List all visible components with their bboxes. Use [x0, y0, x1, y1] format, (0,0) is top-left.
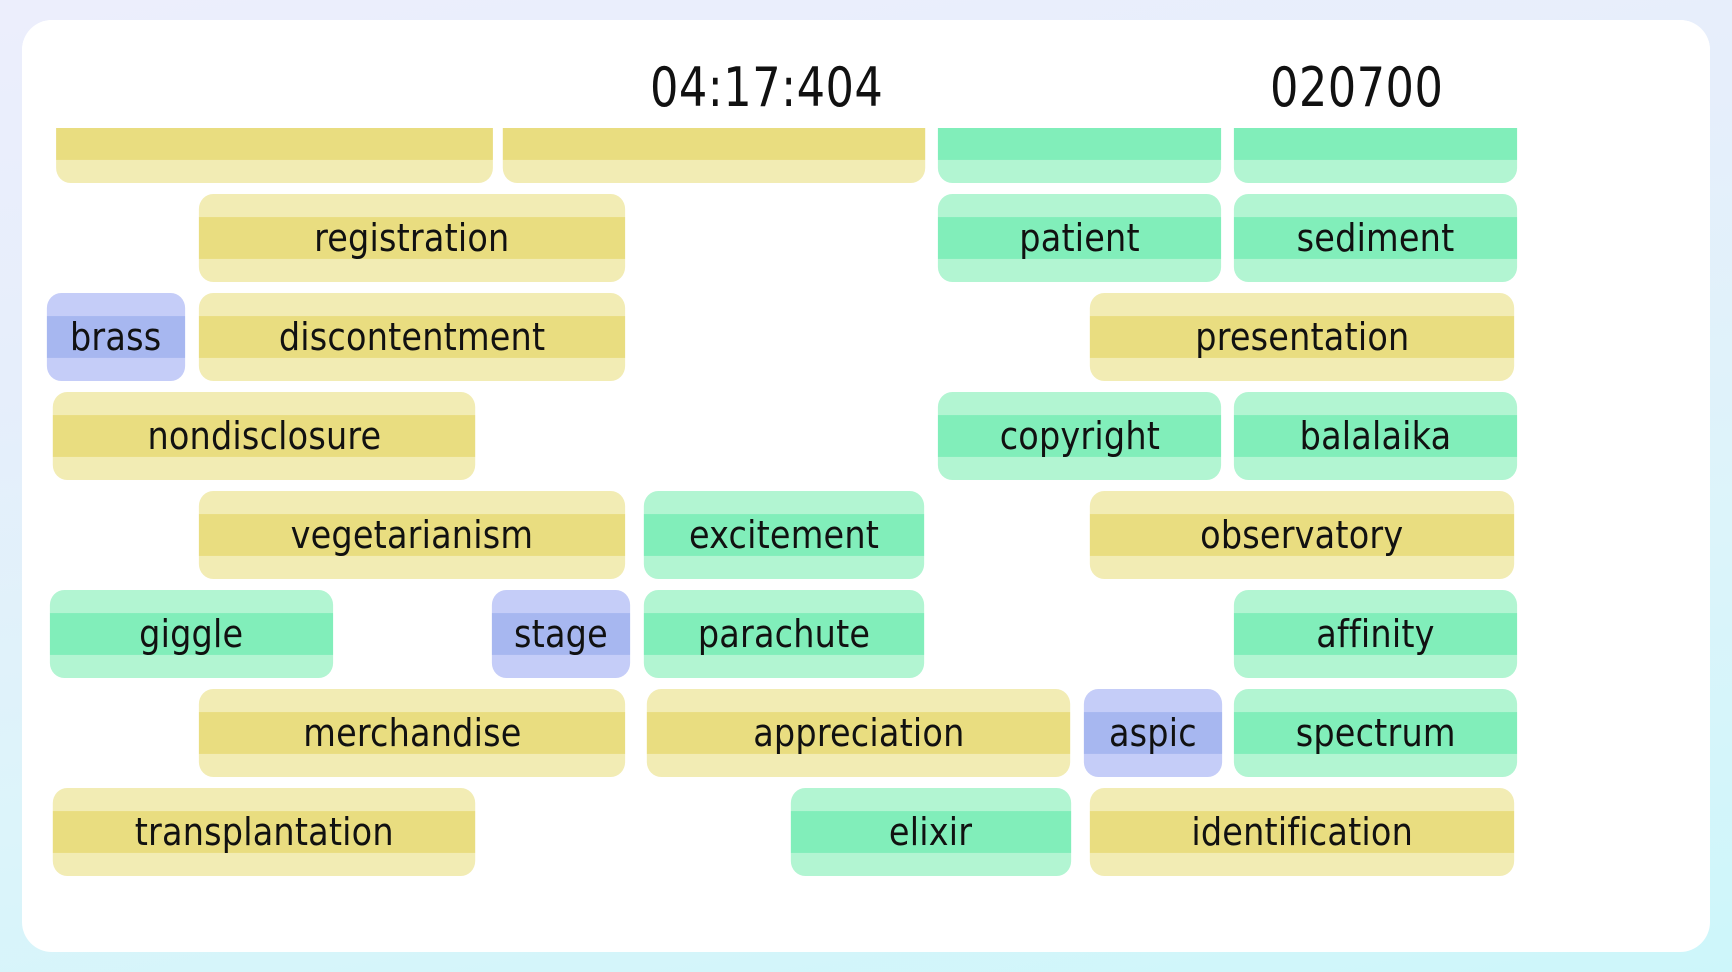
- word-pill-identification[interactable]: identification: [1089, 788, 1515, 876]
- word-pill-registration[interactable]: registration: [198, 194, 626, 282]
- word-pill-label: stage: [514, 612, 608, 656]
- word-pill-balalaika[interactable]: balalaika: [1233, 392, 1518, 480]
- word-pill-label: merchandise: [302, 711, 522, 755]
- word-pill-label: spectrum: [1295, 711, 1456, 755]
- word-pill-sediment[interactable]: sediment: [1233, 194, 1518, 282]
- timer-display: 04:17:404: [650, 56, 884, 119]
- word-pill-nondisclosure[interactable]: nondisclosure: [52, 392, 476, 480]
- word-pill-vegetarianism[interactable]: vegetarianism: [198, 491, 626, 579]
- word-pill-excitement[interactable]: excitement: [643, 491, 925, 579]
- word-pill-label: presentation: [1194, 315, 1410, 359]
- word-pill-giggle[interactable]: giggle: [49, 590, 334, 678]
- word-pill-label: aspic: [1109, 711, 1197, 755]
- word-pill-spectrum[interactable]: spectrum: [1233, 689, 1518, 777]
- word-pill-affinity[interactable]: affinity: [1233, 590, 1518, 678]
- word-pill-label: identification: [1191, 810, 1413, 854]
- word-pill-label: copyright: [999, 414, 1160, 458]
- word-pill-label: sediment: [1296, 216, 1455, 260]
- word-pill-label: giggle: [139, 612, 244, 656]
- word-pill-label: excitement: [688, 513, 880, 557]
- word-pill-observatory[interactable]: observatory: [1089, 491, 1515, 579]
- word-pill-aspic[interactable]: aspic: [1083, 689, 1223, 777]
- score-counter-display: 020700: [1270, 56, 1444, 119]
- word-pill-label: balalaika: [1299, 414, 1452, 458]
- word-pill-label: parachute: [697, 612, 871, 656]
- word-pill-elixir[interactable]: elixir: [790, 788, 1072, 876]
- word-pill-board[interactable]: registration patient sediment brass disconte…: [22, 20, 1710, 952]
- word-pill-presentation[interactable]: presentation: [1089, 293, 1515, 381]
- word-pill-copyright[interactable]: copyright: [937, 392, 1222, 480]
- word-pill-patient[interactable]: patient: [937, 194, 1222, 282]
- word-pill-label: appreciation: [752, 711, 965, 755]
- header-bar: 04:17:404 020700: [22, 20, 1710, 128]
- word-pill-label: brass: [70, 315, 162, 359]
- word-pill-brass[interactable]: brass: [46, 293, 186, 381]
- word-pill-appreciation[interactable]: appreciation: [646, 689, 1071, 777]
- word-pill-label: nondisclosure: [147, 414, 381, 458]
- word-pill-label: registration: [314, 216, 510, 260]
- word-pill-parachute[interactable]: parachute: [643, 590, 925, 678]
- word-pill-stage[interactable]: stage: [491, 590, 631, 678]
- word-pill-label: vegetarianism: [290, 513, 534, 557]
- word-pill-discontentment[interactable]: discontentment: [198, 293, 626, 381]
- word-pill-label: transplantation: [134, 810, 394, 854]
- word-pill-label: discontentment: [278, 315, 546, 359]
- word-pill-merchandise[interactable]: merchandise: [198, 689, 626, 777]
- word-pill-label: affinity: [1316, 612, 1435, 656]
- word-pill-label: elixir: [889, 810, 973, 854]
- game-card: registration patient sediment brass disconte…: [22, 20, 1710, 952]
- word-pill-label: observatory: [1200, 513, 1404, 557]
- word-pill-transplantation[interactable]: transplantation: [52, 788, 476, 876]
- word-pill-label: patient: [1019, 216, 1140, 260]
